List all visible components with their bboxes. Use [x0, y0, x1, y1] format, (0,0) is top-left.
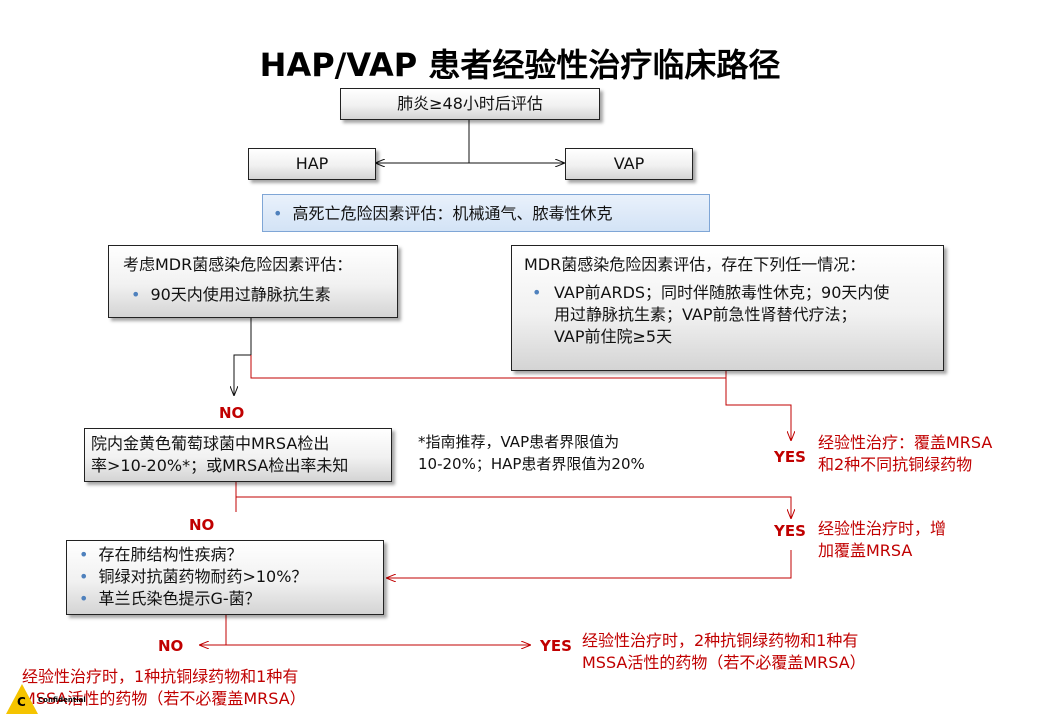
confidential-logo: C Confidential: [6, 684, 86, 714]
warning-triangle-icon: [6, 684, 38, 714]
start-node-label: 肺炎≥48小时后评估: [397, 94, 543, 113]
outcome-mrsa-two-antipseudomonal: 经验性治疗：覆盖MRSA 和2种不同抗铜绿药物: [818, 432, 992, 476]
mrsa-rate-box: 院内金黄色葡萄球菌中MRSA检出 率>10-20%*；或MRSA检出率未知: [84, 428, 392, 482]
guideline-note-line: *指南推荐，VAP患者界限值为: [418, 433, 620, 451]
vap-node-label: VAP: [613, 154, 645, 173]
logo-text: Confidential: [38, 696, 86, 704]
risk-question: 铜绿对抗菌药物耐药>10%？: [98, 567, 308, 586]
bullet-icon: •: [79, 545, 89, 564]
outcome-line: MSSA活性的药物（若不必覆盖MRSA）: [22, 689, 306, 708]
outcome-line: 加覆盖MRSA: [818, 541, 913, 560]
mortality-assessment-text: 高死亡危险因素评估：机械通气、脓毒性休克: [292, 204, 613, 223]
outcome-line: 经验性治疗：覆盖MRSA: [818, 433, 993, 452]
outcome-two-antipseudomonal-mssa: 经验性治疗时，2种抗铜绿药物和1种有 MSSA活性的药物（若不必覆盖MRSA）: [582, 630, 866, 674]
start-node: 肺炎≥48小时后评估: [340, 88, 600, 120]
yes-label: YES: [774, 448, 806, 466]
no-label: NO: [189, 516, 215, 534]
yes-label: YES: [774, 522, 806, 540]
mrsa-rate-line: 院内金黄色葡萄球菌中MRSA检出: [91, 434, 330, 453]
risk-question: 存在肺结构性疾病？: [98, 545, 243, 564]
mdr-right-box: MDR菌感染危险因素评估，存在下列任一情况： • VAP前ARDS；同时伴随脓毒…: [511, 245, 944, 371]
mrsa-rate-line: 率>10-20%*；或MRSA检出率未知: [91, 456, 349, 475]
bullet-icon: •: [532, 283, 542, 302]
bullet-icon: •: [131, 285, 141, 304]
vap-node: VAP: [565, 148, 693, 180]
outcome-line: 经验性治疗时，1种抗铜绿药物和1种有: [22, 667, 299, 686]
mdr-right-item-line: VAP前住院≥5天: [554, 327, 673, 346]
page-title: HAP/VAP 患者经验性治疗临床路径: [259, 46, 781, 84]
outcome-add-mrsa: 经验性治疗时，增 加覆盖MRSA: [818, 518, 946, 562]
mdr-right-item-line: VAP前ARDS；同时伴随脓毒性休克；90天内使: [554, 283, 890, 302]
outcome-line: 经验性治疗时，2种抗铜绿药物和1种有: [582, 631, 859, 650]
outcome-one-antipseudomonal-mssa: 经验性治疗时，1种抗铜绿药物和1种有 MSSA活性的药物（若不必覆盖MRSA）: [22, 666, 306, 710]
guideline-note: *指南推荐，VAP患者界限值为 10-20%；HAP患者界限值为20%: [418, 431, 645, 475]
mdr-left-title: 考虑MDR菌感染危险因素评估：: [123, 255, 353, 274]
no-label: NO: [219, 404, 245, 422]
hap-node-label: HAP: [295, 154, 329, 173]
hap-node: HAP: [248, 148, 376, 180]
mdr-right-title: MDR菌感染危险因素评估，存在下列任一情况：: [524, 255, 866, 274]
mdr-left-box: 考虑MDR菌感染危险因素评估： • 90天内使用过静脉抗生素: [108, 245, 398, 318]
mortality-assessment-box: • 高死亡危险因素评估：机械通气、脓毒性休克: [262, 194, 710, 232]
guideline-note-line: 10-20%；HAP患者界限值为20%: [418, 455, 645, 473]
outcome-line: 经验性治疗时，增: [818, 519, 947, 538]
mdr-left-item: 90天内使用过静脉抗生素: [150, 285, 331, 304]
pseudomonas-risk-box: • 存在肺结构性疾病？ • 铜绿对抗菌药物耐药>10%？ • 革兰氏染色提示G-菌？: [66, 540, 384, 615]
yes-label: YES: [540, 637, 572, 655]
outcome-line: MSSA活性的药物（若不必覆盖MRSA）: [582, 653, 866, 672]
risk-question: 革兰氏染色提示G-菌？: [98, 589, 261, 608]
mdr-right-item-line: 用过静脉抗生素；VAP前急性肾替代疗法；: [554, 305, 857, 324]
bullet-icon: •: [273, 204, 283, 223]
no-label: NO: [158, 637, 184, 655]
outcome-line: 和2种不同抗铜绿药物: [818, 455, 973, 474]
logo-letter: C: [17, 695, 26, 709]
bullet-icon: •: [79, 567, 89, 586]
bullet-icon: •: [79, 589, 89, 608]
